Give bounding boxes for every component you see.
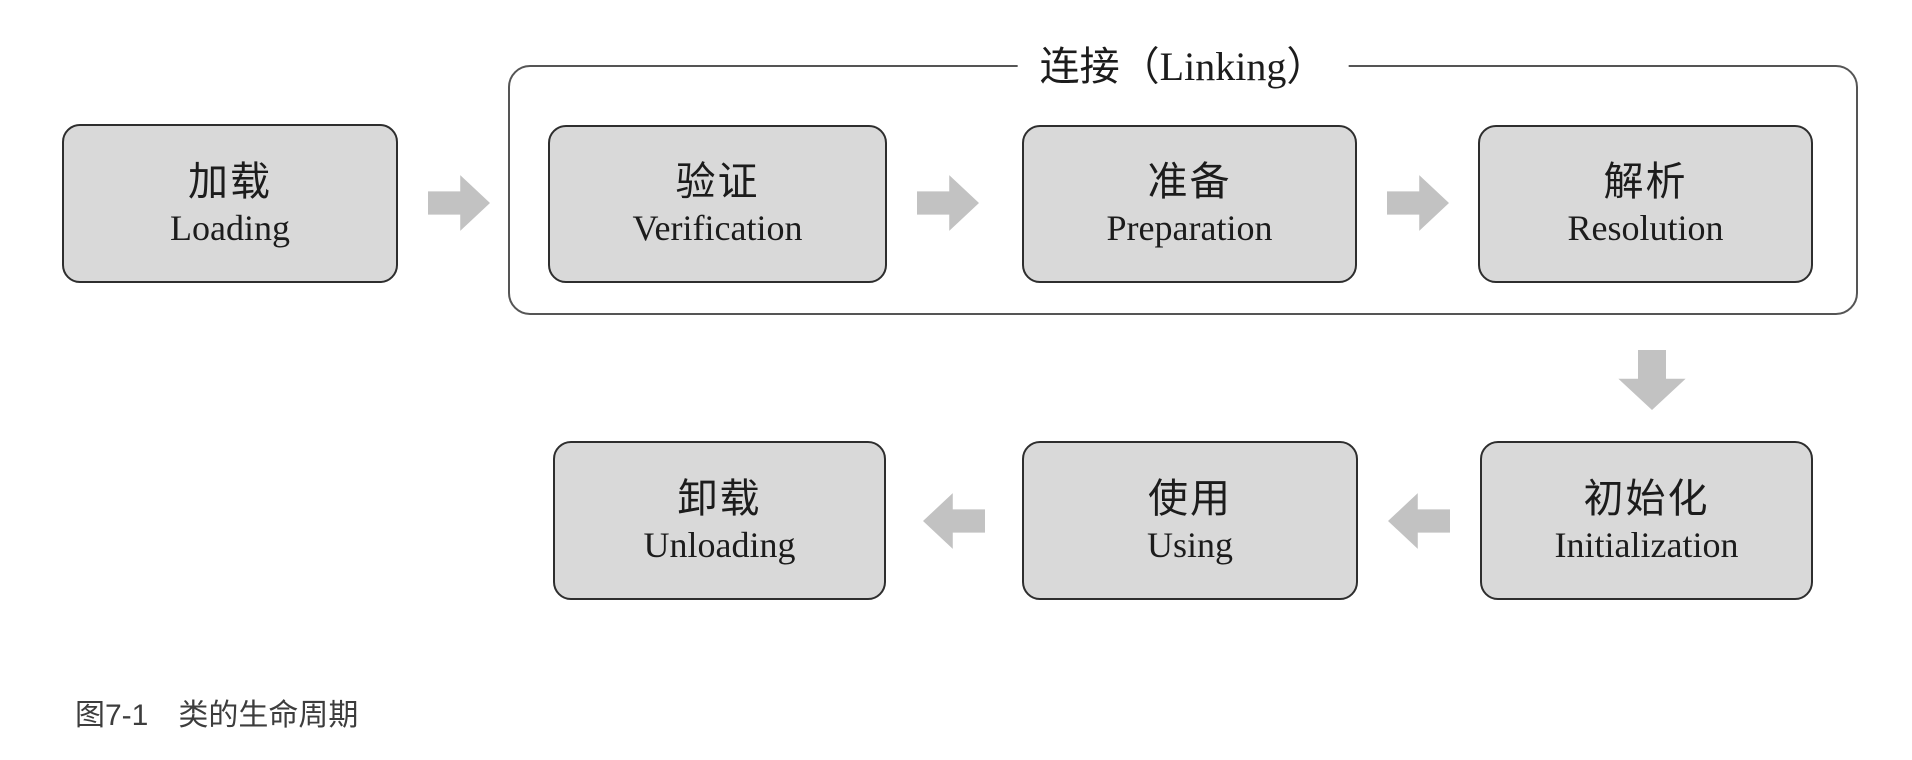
figure-caption-label: 图7-1 — [75, 699, 149, 732]
stage-resolution-en: Resolution — [1567, 208, 1724, 249]
stage-unloading-en: Unloading — [643, 524, 796, 565]
arrow-left-icon-using-to-unloading — [923, 493, 985, 549]
arrow-down-icon-resolution-to-initialization — [1618, 350, 1686, 410]
stage-initialization-zh: 初始化 — [1583, 475, 1710, 521]
linking-group-container: 连接（Linking） — [508, 45, 1858, 315]
stage-box-using: 使用 Using — [1022, 441, 1358, 600]
figure-caption-title: 类的生命周期 — [178, 699, 359, 732]
stage-preparation-zh: 准备 — [1147, 159, 1232, 205]
stage-initialization-en: Initialization — [1554, 524, 1739, 565]
stage-loading-en: Loading — [170, 207, 290, 248]
linking-group-label: 连接（Linking） — [1017, 45, 1349, 89]
figure-caption: 图7-1 类的生命周期 — [75, 690, 358, 734]
stage-unloading-zh: 卸载 — [677, 475, 762, 521]
stage-using-en: Using — [1146, 524, 1233, 565]
stage-resolution-zh: 解析 — [1603, 159, 1688, 205]
arrow-right-icon-loading-to-verification — [428, 175, 490, 231]
stage-box-unloading: 卸载 Unloading — [553, 441, 886, 600]
stage-verification-en: Verification — [632, 208, 803, 249]
stage-verification-zh: 验证 — [675, 159, 760, 205]
stage-box-resolution: 解析 Resolution — [1478, 125, 1813, 283]
stage-preparation-en: Preparation — [1106, 208, 1273, 249]
stage-box-verification: 验证 Verification — [548, 125, 887, 283]
stage-box-preparation: 准备 Preparation — [1022, 125, 1357, 283]
stage-using-zh: 使用 — [1148, 475, 1232, 521]
stage-loading-zh: 加载 — [188, 158, 272, 204]
arrow-left-icon-initialization-to-using — [1388, 493, 1450, 549]
stage-box-loading: 加载 Loading — [62, 124, 398, 283]
stage-box-initialization: 初始化 Initialization — [1480, 441, 1813, 600]
